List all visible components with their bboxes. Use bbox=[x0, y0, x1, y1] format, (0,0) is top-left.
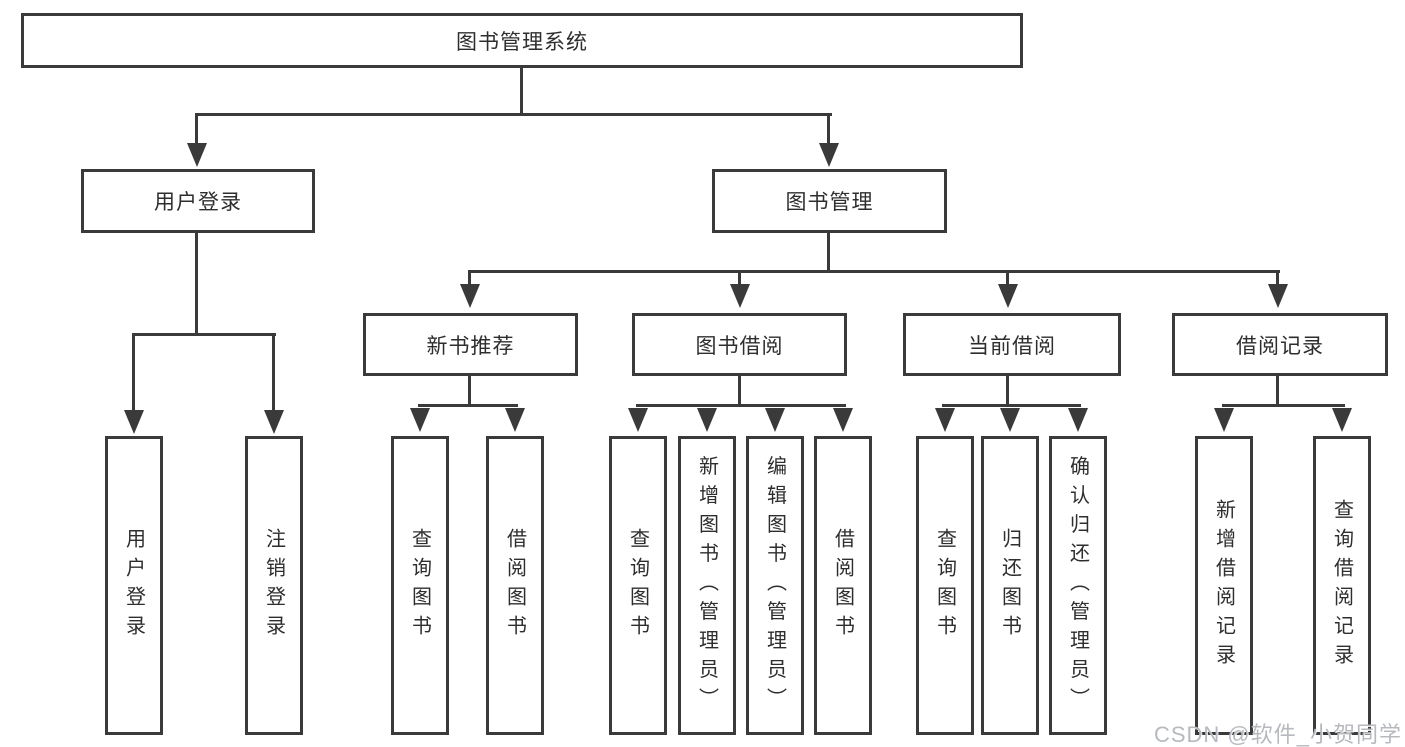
connector-line bbox=[1006, 270, 1009, 286]
leaf-add-borrow-record: 新增借阅记录 bbox=[1195, 436, 1253, 735]
leaf-label: 归还图书 bbox=[998, 527, 1021, 644]
connector-line bbox=[272, 333, 275, 412]
leaf-confirm-return-admin: 确认归还（管理员） bbox=[1049, 436, 1107, 735]
connector-line bbox=[468, 270, 471, 286]
node-new-book-recommendation: 新书推荐 bbox=[363, 313, 578, 376]
leaf-label: 用户登录 bbox=[122, 527, 145, 644]
node-label: 借阅记录 bbox=[1236, 334, 1324, 358]
node-book-borrowing: 图书借阅 bbox=[632, 313, 847, 376]
arrowhead-down-icon bbox=[505, 408, 525, 432]
connector-line bbox=[468, 270, 1280, 273]
connector-line bbox=[1222, 404, 1345, 407]
arrowhead-down-icon bbox=[124, 410, 144, 434]
node-user-login: 用户登录 bbox=[81, 169, 315, 233]
leaf-query-books-borrowing: 查询图书 bbox=[609, 436, 667, 735]
node-label: 图书管理 bbox=[785, 191, 874, 214]
leaf-label: 注销登录 bbox=[262, 527, 285, 644]
leaf-query-books-current: 查询图书 bbox=[916, 436, 974, 735]
connector-line bbox=[1276, 270, 1279, 286]
arrowhead-down-icon bbox=[833, 408, 853, 432]
leaf-label: 借阅图书 bbox=[831, 527, 854, 644]
leaf-logout: 注销登录 bbox=[245, 436, 303, 735]
arrowhead-down-icon bbox=[628, 408, 648, 432]
connector-line bbox=[738, 270, 741, 286]
leaf-query-books-recommend: 查询图书 bbox=[391, 436, 449, 735]
arrowhead-down-icon bbox=[730, 284, 750, 308]
connector-line bbox=[468, 376, 471, 406]
leaf-user-login: 用户登录 bbox=[105, 436, 163, 735]
leaf-label: 查询图书 bbox=[408, 527, 431, 644]
leaf-label: 查询图书 bbox=[933, 527, 956, 644]
connector-line bbox=[1006, 376, 1009, 406]
connector-line bbox=[827, 233, 830, 273]
leaf-borrow-books: 借阅图书 bbox=[814, 436, 872, 735]
leaf-edit-books-admin: 编辑图书（管理员） bbox=[746, 436, 804, 735]
leaf-label: 借阅图书 bbox=[503, 527, 526, 644]
arrowhead-down-icon bbox=[1214, 408, 1234, 432]
connector-line bbox=[942, 404, 1081, 407]
arrowhead-down-icon bbox=[460, 284, 480, 308]
connector-line bbox=[827, 113, 830, 146]
arrowhead-down-icon bbox=[819, 143, 839, 167]
leaf-label: 新增借阅记录 bbox=[1212, 498, 1235, 673]
connector-line bbox=[195, 113, 198, 146]
arrowhead-down-icon bbox=[1268, 284, 1288, 308]
connector-line bbox=[195, 233, 198, 336]
leaf-query-borrow-record: 查询借阅记录 bbox=[1313, 436, 1371, 735]
leaf-borrow-books-recommend: 借阅图书 bbox=[486, 436, 544, 735]
node-label: 图书管理系统 bbox=[456, 30, 588, 54]
leaf-add-books-admin: 新增图书（管理员） bbox=[678, 436, 736, 735]
arrowhead-down-icon bbox=[1332, 408, 1352, 432]
connector-line bbox=[132, 333, 276, 336]
connector-line bbox=[636, 404, 846, 407]
connector-line bbox=[195, 113, 832, 116]
arrowhead-down-icon bbox=[264, 410, 284, 434]
connector-line bbox=[520, 68, 523, 115]
leaf-return-books: 归还图书 bbox=[981, 436, 1039, 735]
connector-line bbox=[1276, 376, 1279, 406]
leaf-label: 确认归还（管理员） bbox=[1066, 455, 1089, 716]
arrowhead-down-icon bbox=[1000, 408, 1020, 432]
connector-line bbox=[738, 376, 741, 406]
leaf-label: 查询图书 bbox=[626, 527, 649, 644]
arrowhead-down-icon bbox=[697, 408, 717, 432]
node-current-borrowing: 当前借阅 bbox=[903, 313, 1121, 376]
leaf-label: 编辑图书（管理员） bbox=[763, 455, 786, 716]
arrowhead-down-icon bbox=[187, 143, 207, 167]
leaf-label: 新增图书（管理员） bbox=[695, 455, 718, 716]
node-label: 用户登录 bbox=[154, 191, 242, 214]
arrowhead-down-icon bbox=[1068, 408, 1088, 432]
node-label: 图书借阅 bbox=[695, 334, 784, 358]
node-book-management: 图书管理 bbox=[712, 169, 947, 233]
arrowhead-down-icon bbox=[765, 408, 785, 432]
arrowhead-down-icon bbox=[998, 284, 1018, 308]
node-borrowing-records: 借阅记录 bbox=[1172, 313, 1388, 376]
arrowhead-down-icon bbox=[935, 408, 955, 432]
connector-line bbox=[132, 333, 135, 412]
leaf-label: 查询借阅记录 bbox=[1330, 498, 1353, 673]
node-label: 新书推荐 bbox=[426, 334, 515, 358]
arrowhead-down-icon bbox=[410, 408, 430, 432]
connector-line bbox=[418, 404, 518, 407]
node-library-management-system: 图书管理系统 bbox=[21, 13, 1023, 68]
node-label: 当前借阅 bbox=[968, 334, 1056, 358]
watermark-text: CSDN @软件_小贺同学 bbox=[1153, 722, 1402, 747]
